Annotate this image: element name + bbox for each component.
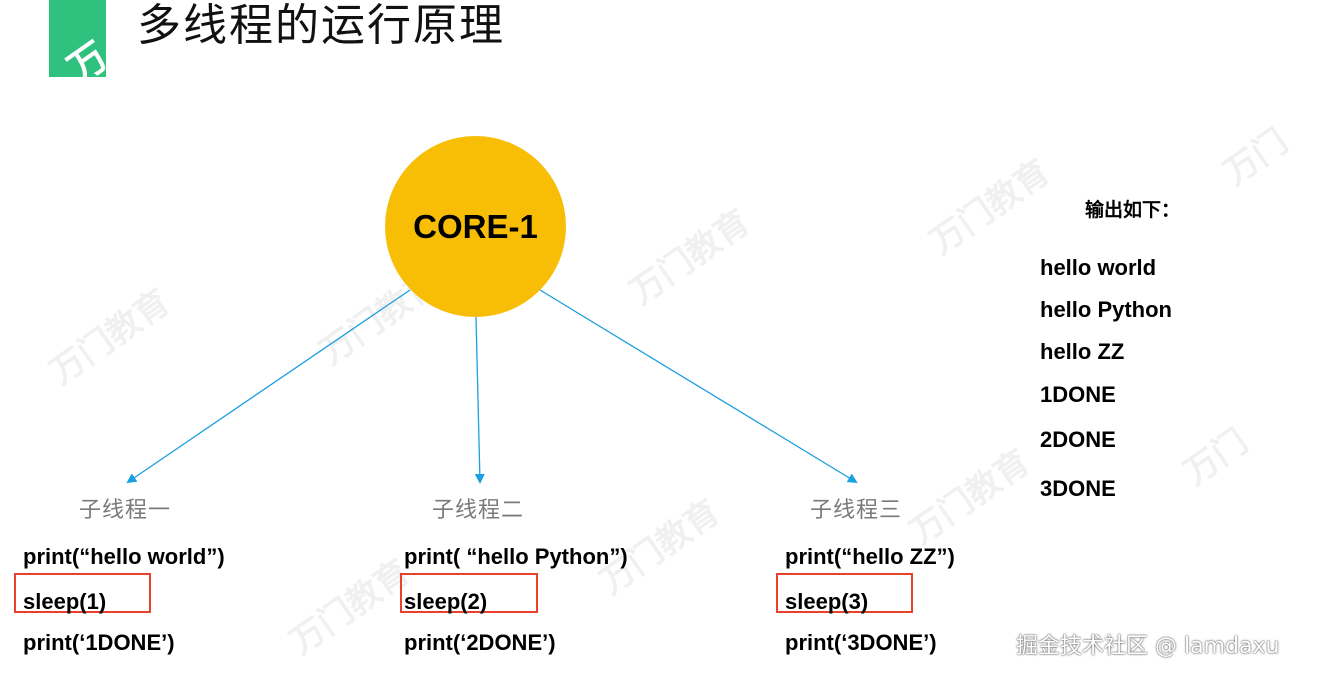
thread-3-line-2: sleep(3) — [785, 589, 869, 614]
thread-3-label: 子线程三 — [810, 498, 903, 523]
output-line-1: hello world — [1040, 255, 1157, 280]
output-title: 输出如下： — [1085, 199, 1181, 221]
core-label: CORE-1 — [413, 207, 538, 245]
thread-3-sleep-highlight — [776, 573, 913, 613]
output-line-3: hello ZZ — [1040, 339, 1125, 364]
output-line-2: hello Python — [1040, 297, 1172, 322]
thread-2-line-2: sleep(2) — [404, 589, 488, 614]
thread-1-sleep-highlight — [14, 573, 151, 613]
arrow-to-thread-3 — [539, 289, 858, 484]
thread-3-line-1: print(“hello ZZ”) — [785, 544, 955, 569]
thread-3-line-3: print(‘3DONE’) — [785, 630, 937, 655]
thread-1-line-3: print(‘1DONE’) — [23, 630, 175, 655]
thread-1-label: 子线程一 — [79, 498, 172, 523]
thread-2-line-1: print( “hello Python”) — [404, 544, 628, 569]
output-line-5: 2DONE — [1040, 427, 1116, 452]
logo: 万 — [49, 0, 106, 77]
thread-2-line-3: print(‘2DONE’) — [404, 630, 556, 655]
arrow-to-thread-2 — [474, 316, 485, 484]
output-line-6: 3DONE — [1040, 476, 1116, 501]
thread-2-label: 子线程二 — [432, 498, 525, 523]
thread-1-line-2: sleep(1) — [23, 589, 107, 614]
core-node: CORE-1 — [385, 136, 566, 317]
thread-1-line-1: print(“hello world”) — [23, 544, 225, 569]
output-line-4: 1DONE — [1040, 382, 1116, 407]
page-title: 多线程的运行原理 — [137, 0, 505, 51]
credit-watermark: 掘金技术社区 @ lamdaxu — [1016, 634, 1280, 659]
arrow-to-thread-1 — [126, 289, 411, 484]
thread-2-sleep-highlight — [400, 573, 538, 613]
